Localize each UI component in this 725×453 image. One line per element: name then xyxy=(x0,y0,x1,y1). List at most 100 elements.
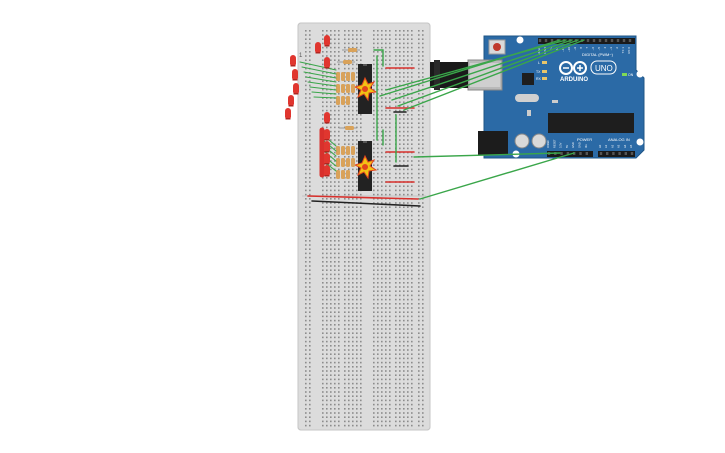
power-pin[interactable] xyxy=(579,152,582,155)
digital-pin-label: ~5 xyxy=(597,47,601,51)
power-pin-label: Vin xyxy=(584,144,588,148)
digital-pin-label: ~3 xyxy=(609,47,613,51)
digital-pin-label: 12 xyxy=(555,47,559,51)
arduino-model-label: UNO xyxy=(595,64,613,73)
wire[interactable] xyxy=(307,195,419,200)
digital-pin-label: RX 0 xyxy=(627,47,631,54)
wires[interactable] xyxy=(299,39,585,207)
digital-pin[interactable] xyxy=(586,39,590,42)
wire[interactable] xyxy=(413,152,561,158)
digital-pin[interactable] xyxy=(550,39,554,42)
tx-led-label: TX xyxy=(536,70,541,74)
resistor xyxy=(341,158,345,167)
digital-header-label: DIGITAL (PWM~) xyxy=(582,52,614,57)
resistor xyxy=(336,146,340,155)
power-pin-label: GND xyxy=(571,142,575,148)
wire[interactable] xyxy=(301,66,337,75)
led-dome xyxy=(315,42,321,48)
digital-pin[interactable] xyxy=(592,39,596,42)
power-header-label: POWER xyxy=(577,137,592,142)
digital-pin-label: 2 xyxy=(615,47,619,49)
power-pin-label: GND xyxy=(578,142,582,148)
resistor xyxy=(341,72,345,81)
analog-pin[interactable] xyxy=(630,152,634,155)
wire[interactable] xyxy=(305,76,337,83)
resistor xyxy=(341,84,345,93)
on-led-label: ON xyxy=(628,73,634,77)
digital-pin[interactable] xyxy=(610,39,614,42)
analog-pin-label: A0 xyxy=(598,144,602,148)
row-marker-left: 1 xyxy=(299,53,303,59)
power-pin-label: 3.3V xyxy=(559,142,563,148)
digital-pin[interactable] xyxy=(598,39,602,42)
wire[interactable] xyxy=(385,39,567,91)
leds xyxy=(285,35,330,177)
analog-pin[interactable] xyxy=(599,152,603,155)
analog-pin-label: A5 xyxy=(629,144,633,148)
led-dome xyxy=(324,153,330,159)
led-dome xyxy=(293,83,299,89)
analog-pin-label: A3 xyxy=(617,144,621,148)
digital-header xyxy=(538,38,635,44)
l-led-label: L xyxy=(538,61,540,65)
digital-pin-label: TX 1 xyxy=(621,47,625,54)
digital-pin-label: ~6 xyxy=(591,47,595,51)
wire[interactable] xyxy=(311,200,421,207)
resistor xyxy=(351,72,355,81)
wire[interactable] xyxy=(397,39,579,107)
analog-pin[interactable] xyxy=(606,152,609,155)
resistor xyxy=(345,126,354,130)
capacitor xyxy=(514,133,530,149)
resistor xyxy=(351,146,355,155)
wire[interactable] xyxy=(391,39,573,101)
led-dome xyxy=(290,55,296,61)
digital-pin[interactable] xyxy=(604,39,608,42)
digital-pin[interactable] xyxy=(544,39,548,42)
on-led xyxy=(622,73,627,76)
led-dome xyxy=(324,141,330,147)
led-dome xyxy=(324,35,330,41)
power-pin-label: IOREF xyxy=(546,140,550,148)
wire[interactable] xyxy=(419,152,575,200)
resistor xyxy=(346,84,350,93)
resistor xyxy=(351,158,355,167)
wire[interactable] xyxy=(373,49,384,67)
resistor xyxy=(346,170,350,179)
arduino-uno-board[interactable]: ARDUINO UNO DIGITAL (PWM~) POWER ANALOG … xyxy=(430,35,645,159)
digital-pin-label: ~10 xyxy=(567,47,571,52)
wire[interactable] xyxy=(403,39,585,111)
resistor xyxy=(348,48,357,52)
wire[interactable] xyxy=(326,163,337,172)
capacitor xyxy=(531,133,547,149)
digital-pin[interactable] xyxy=(628,39,632,42)
wire[interactable] xyxy=(299,61,337,71)
wire[interactable] xyxy=(309,86,337,91)
digital-pin[interactable] xyxy=(622,39,626,42)
wire[interactable] xyxy=(311,91,337,95)
resistor xyxy=(341,96,345,105)
wire[interactable] xyxy=(303,71,337,79)
power-pin[interactable] xyxy=(560,152,563,155)
power-pin[interactable] xyxy=(585,152,588,155)
digital-pin[interactable] xyxy=(616,39,620,42)
analog-pin[interactable] xyxy=(618,152,621,155)
wire[interactable] xyxy=(313,96,337,99)
resistor xyxy=(336,84,340,93)
resistor xyxy=(346,72,350,81)
led-dome xyxy=(324,129,330,135)
digital-pin-label: ~11 xyxy=(561,47,565,52)
wire[interactable] xyxy=(307,81,337,87)
digital-pin-label: 7 xyxy=(585,47,589,49)
digital-pin-label: ~9 xyxy=(573,47,577,51)
analog-header xyxy=(598,151,635,157)
analog-pin[interactable] xyxy=(612,152,615,155)
power-pin[interactable] xyxy=(566,152,570,155)
resistors xyxy=(336,48,360,179)
digital-pin[interactable] xyxy=(538,39,542,42)
analog-pin[interactable] xyxy=(624,152,627,155)
rx-led-label: RX xyxy=(536,77,542,81)
led-dome xyxy=(324,57,330,63)
resistor xyxy=(336,158,340,167)
digital-pin-label: 4 xyxy=(603,47,607,49)
led-dome xyxy=(324,112,330,118)
